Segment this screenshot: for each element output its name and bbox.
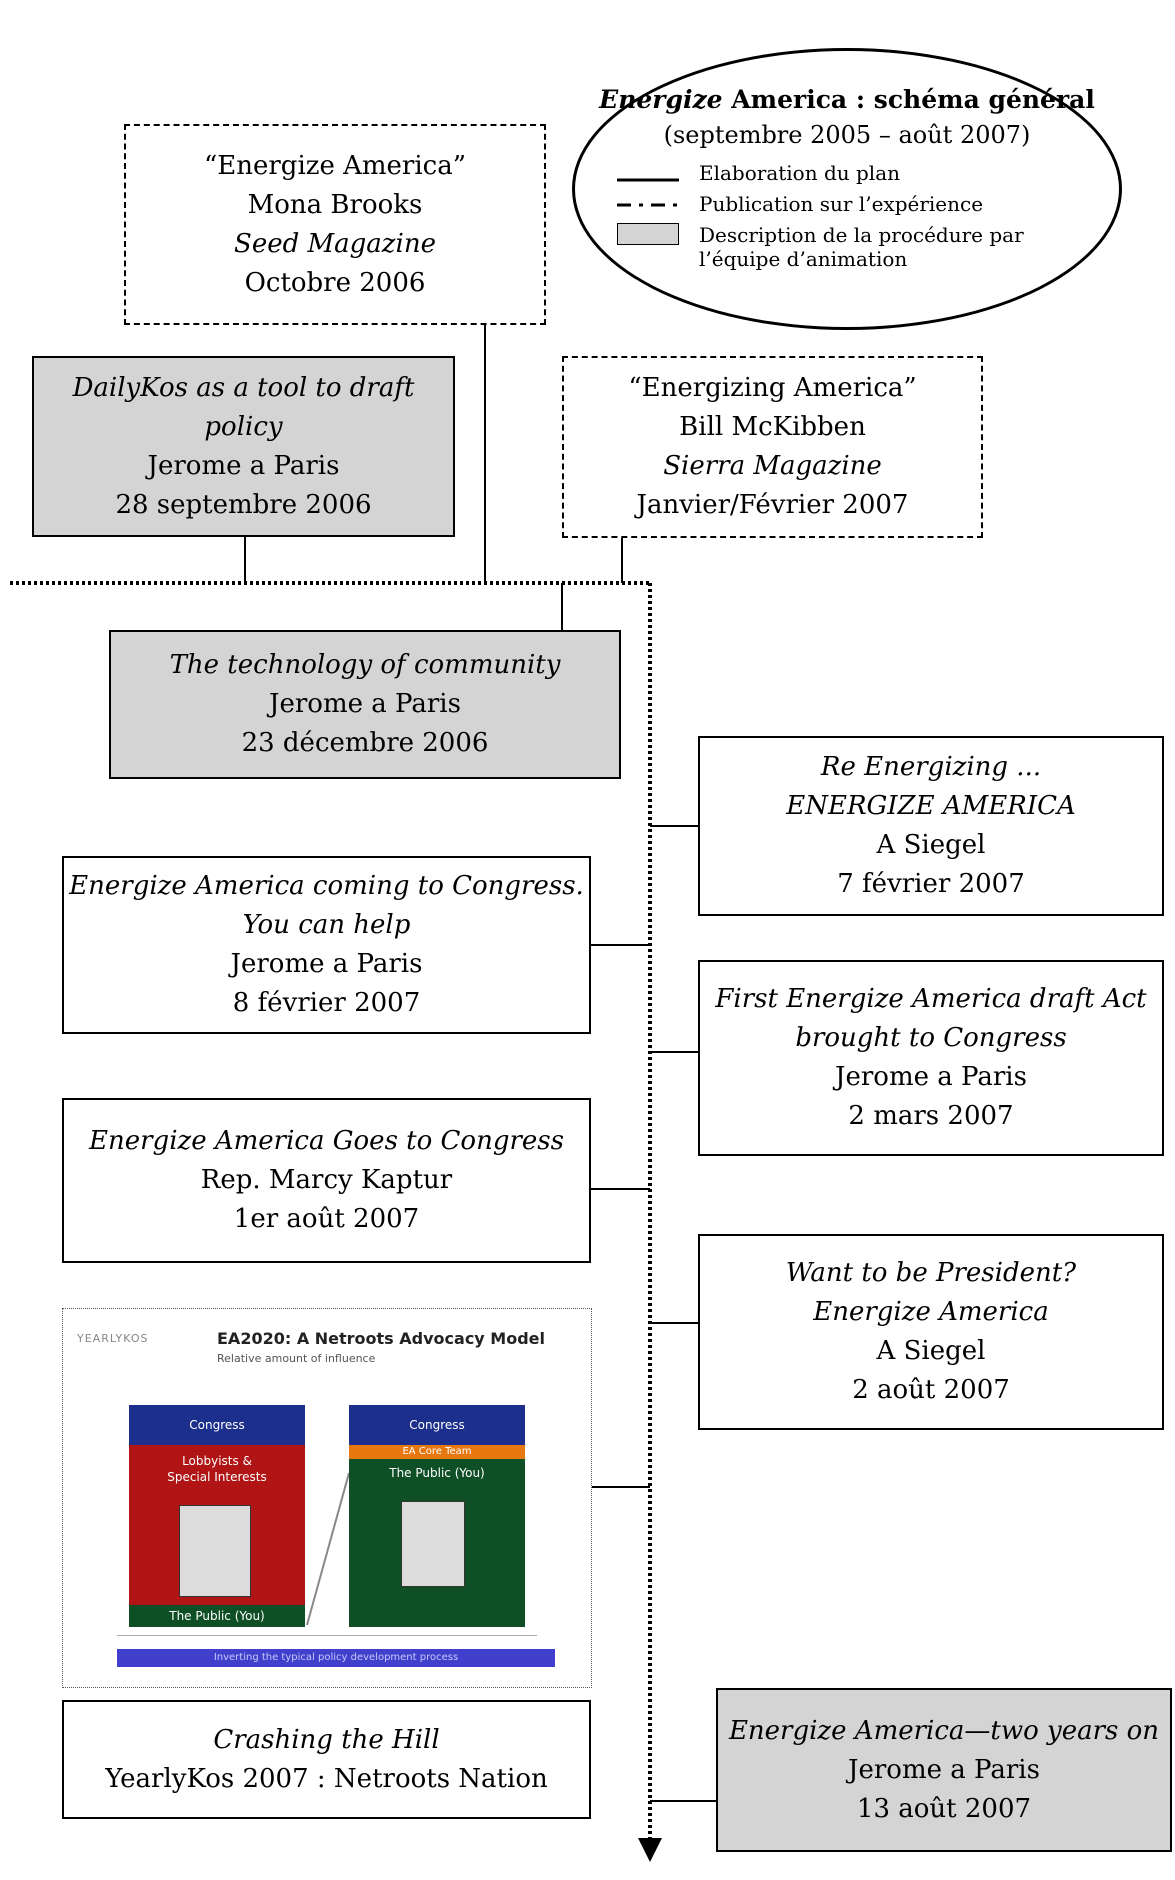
slide-left-panel: Congress Lobbyists & Special Interests T… [129,1405,305,1627]
node-author: Bill McKibben [679,412,866,442]
node-author: Jerome a Paris [230,949,423,979]
slide-left-panel-line2: Special Interests [167,1470,267,1484]
node-title-line2: ENERGIZE AMERICA [786,791,1076,821]
slide-left-panel-footer: The Public (You) [129,1605,305,1627]
node-date: 2 mars 2007 [848,1101,1014,1131]
node-title: “Energize America” [203,150,467,181]
slide-right-panel-band: EA Core Team [349,1445,525,1459]
node-author: Jerome a Paris [848,1754,1040,1785]
node-title-line2: brought to Congress [795,1023,1067,1053]
slide-arrow-graphic [306,1472,350,1626]
slide-right-panel-body: The Public (You) [389,1466,485,1480]
slide-subtitle: Relative amount of influence [217,1352,376,1365]
node-goes-to-congress: Energize America Goes to Congress Rep. M… [62,1098,591,1263]
node-author: A Siegel [876,830,986,860]
node-title: Energize America Goes to Congress [89,1126,564,1156]
slide-divider [117,1635,537,1636]
node-title-line1: Re Energizing ... [820,752,1042,782]
node-source: Sierra Magazine [663,451,882,481]
node-two-years-on: Energize America—two years on Jerome a P… [716,1688,1172,1852]
node-want-to-be-president: Want to be President? Energize America A… [698,1234,1164,1430]
node-title: Crashing the Hill [213,1724,440,1755]
node-sierra-magazine: “Energizing America” Bill McKibben Sierr… [562,356,983,538]
node-source: Seed Magazine [234,228,436,259]
legend-item-dashdot: Publication sur l’expérience [699,192,984,216]
node-crashing-the-hill: Crashing the Hill YearlyKos 2007 : Netro… [62,1700,591,1819]
slide-right-document [401,1501,465,1587]
node-title-line1: First Energize America draft Act [715,984,1147,1014]
node-author: Jerome a Paris [147,450,340,481]
legend-grey-swatch [617,223,679,245]
slide-thumbnail: YEARLYKOS EA2020: A Netroots Advocacy Mo… [62,1308,592,1688]
node-date: Octobre 2006 [244,267,426,298]
slide-right-panel: Congress EA Core Team The Public (You) [349,1405,525,1627]
node-title: DailyKos as a tool to draft policy [72,372,415,442]
legend-item-grey: Description de la procédure par l’équipe… [699,223,1024,271]
legend-title-emphasis: Energize [599,85,723,114]
legend-item-solid: Elaboration du plan [699,161,901,185]
node-title: Energize America—two years on [728,1715,1160,1746]
node-event: YearlyKos 2007 : Netroots Nation [105,1763,548,1794]
legend: Energize America : schéma général (septe… [572,48,1122,330]
node-author: Jerome a Paris [269,689,461,719]
node-date: 1er août 2007 [233,1204,420,1234]
node-date: 28 septembre 2006 [115,489,372,520]
legend-subtitle: (septembre 2005 – août 2007) [663,121,1031,149]
timeline-arrow-head [638,1838,662,1862]
legend-solid-swatch [617,178,679,182]
node-date: 23 décembre 2006 [241,728,489,758]
node-title: “Energizing America” [628,373,917,403]
node-first-draft-act: First Energize America draft Act brought… [698,960,1164,1156]
node-title: The technology of community [169,650,561,680]
slide-left-panel-head: Congress [129,1405,305,1445]
slide-right-panel-head: Congress [349,1405,525,1445]
node-author: Jerome a Paris [835,1062,1027,1092]
slide-title: EA2020: A Netroots Advocacy Model [217,1329,545,1348]
node-date: 8 février 2007 [232,988,421,1018]
node-technology-of-community: The technology of community Jerome a Par… [109,630,621,779]
slide-left-panel-line1: Lobbyists & [182,1454,252,1468]
node-title-line1: Want to be President? [785,1258,1077,1288]
node-author: Mona Brooks [247,189,423,220]
node-date: 7 février 2007 [837,869,1025,899]
node-dailykos: DailyKos as a tool to draft policy Jerom… [32,356,455,537]
legend-title-rest: America : schéma général [722,85,1095,114]
slide-logo: YEARLYKOS [77,1332,149,1345]
node-coming-to-congress: Energize America coming to Congress. You… [62,856,591,1034]
legend-title: Energize America : schéma général [575,85,1119,114]
node-date: Janvier/Février 2007 [636,490,909,520]
node-date: 13 août 2007 [856,1793,1032,1824]
slide-footer: Inverting the typical policy development… [117,1649,555,1667]
node-date: 2 août 2007 [852,1375,1010,1405]
node-author: A Siegel [876,1336,986,1366]
legend-dashdot-swatch [617,203,679,207]
node-seed-magazine: “Energize America” Mona Brooks Seed Maga… [124,124,546,325]
node-title-line2: Energize America [813,1297,1049,1327]
node-re-energizing: Re Energizing ... ENERGIZE AMERICA A Sie… [698,736,1164,916]
node-title-line1: Energize America coming to Congress. [69,871,584,901]
node-title-line2: You can help [242,910,411,940]
slide-left-photo [179,1505,251,1597]
node-author: Rep. Marcy Kaptur [200,1165,453,1195]
